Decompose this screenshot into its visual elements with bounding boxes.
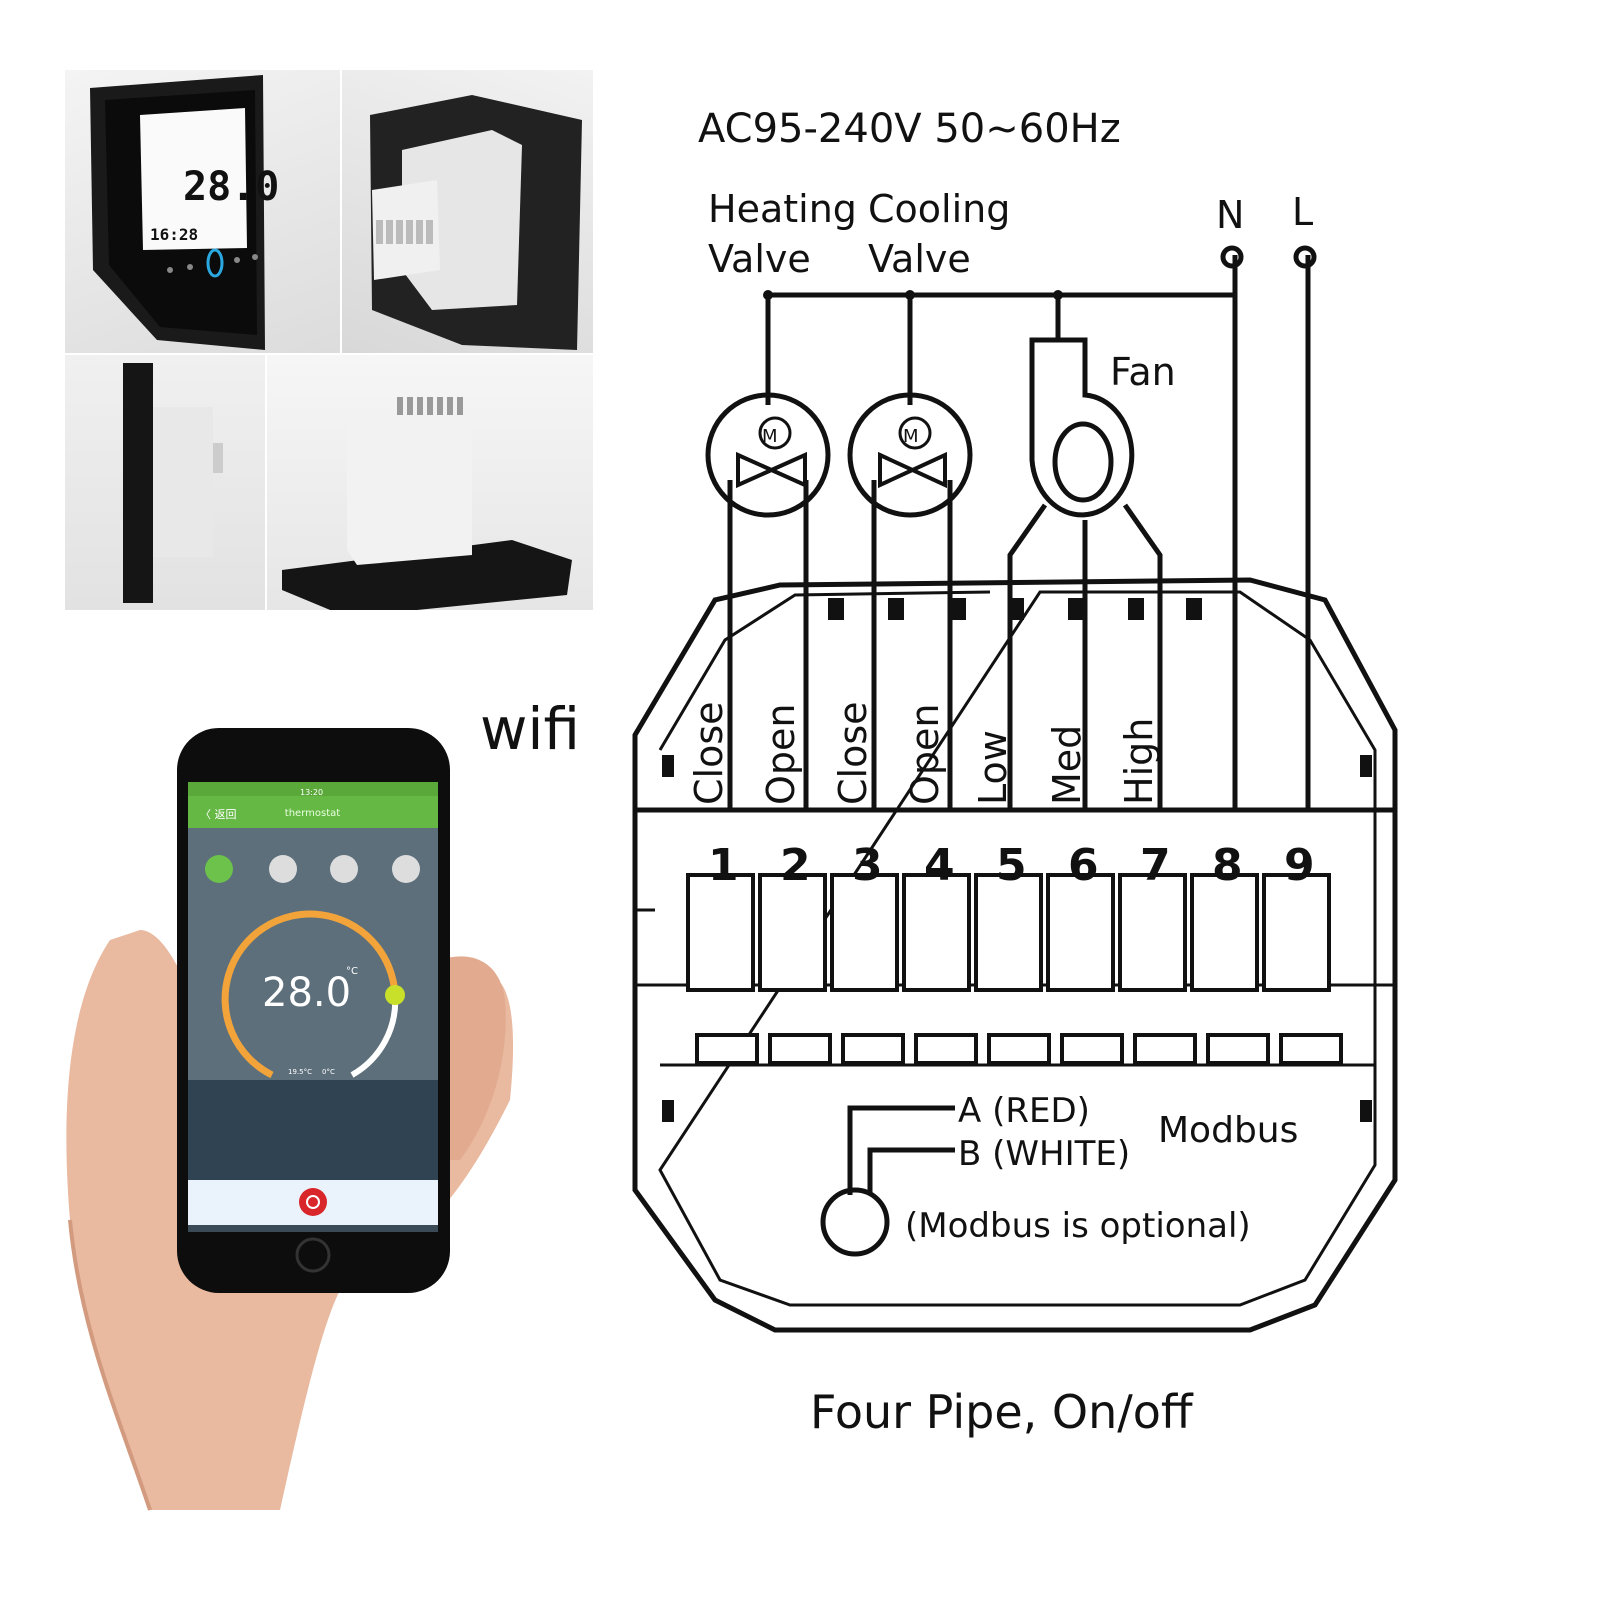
- status-bar: [188, 782, 438, 796]
- fan-touch-icon: [187, 264, 193, 270]
- thermostat-rear-illustration: [370, 95, 582, 350]
- terminal-2-function: Open: [759, 704, 803, 806]
- thermostat-rear-photo: [342, 70, 593, 353]
- fan-symbol: [1029, 337, 1135, 518]
- fan-label: Fan: [1110, 350, 1176, 394]
- thermostat-side-photo: [65, 355, 265, 610]
- thermostat-front-photo: 28.0 16:28: [65, 70, 340, 353]
- app-title: thermostat: [284, 808, 341, 819]
- terminal-7-function: High: [1117, 718, 1161, 805]
- power-ring-icon: [206, 248, 224, 278]
- display-temperature: 28.0: [183, 164, 279, 210]
- app-floor-temp: 0°C: [322, 1068, 335, 1076]
- terminal-number-9: 9: [1284, 840, 1315, 891]
- terminal-number-4: 4: [924, 840, 955, 891]
- down-touch-icon: [252, 254, 258, 260]
- supply-voltage-label: AC95-240V 50~60Hz: [698, 106, 1121, 152]
- app-temperature: 28.0: [262, 970, 352, 1016]
- terminal-number-3: 3: [852, 840, 883, 891]
- terminal-number-1: 1: [708, 840, 739, 891]
- phone-in-hand-illustration: [66, 728, 514, 1511]
- cooling-valve-label-1: Cooling: [868, 187, 1010, 231]
- terminal-number-6: 6: [1068, 840, 1099, 891]
- modbus-label: Modbus: [1158, 1110, 1298, 1151]
- thermostat-flat-photo: [267, 355, 593, 610]
- heating-valve-symbol: [705, 392, 831, 518]
- diagram-caption: Four Pipe, On/off: [810, 1385, 1194, 1439]
- terminal-number-8: 8: [1212, 840, 1243, 891]
- power-button-icon[interactable]: [299, 1188, 327, 1216]
- app-room-temp: 19.5°C: [288, 1068, 312, 1076]
- up-touch-icon: [234, 257, 240, 263]
- thermostat-front-illustration: 28.0 16:28: [90, 75, 279, 350]
- terminal-number-2: 2: [780, 840, 811, 891]
- live-label: L: [1292, 190, 1313, 234]
- terminal-1-function: Close: [687, 701, 731, 805]
- app-header-bar: [188, 796, 438, 828]
- housing-outline: [632, 577, 1398, 1333]
- temp-dial-handle[interactable]: [385, 985, 405, 1005]
- live-terminal-circle: [1293, 245, 1317, 269]
- heating-valve-motor-label: M: [762, 426, 778, 447]
- lock-icon[interactable]: [392, 855, 420, 883]
- terminal-4-function: Open: [903, 704, 947, 806]
- app-temperature-unit: °C: [346, 966, 358, 977]
- modbus-a-label: A (RED): [958, 1091, 1090, 1131]
- top-connector-pins: [662, 598, 1372, 1122]
- terminal-block: [686, 873, 1331, 992]
- product-photos: 28.0 16:28: [65, 70, 593, 610]
- home-button[interactable]: [295, 1237, 331, 1273]
- thermostat-side-illustration: [123, 363, 223, 603]
- neutral-terminal-circle: [1220, 245, 1244, 269]
- modbus-optional-note: (Modbus is optional): [905, 1206, 1251, 1246]
- neutral-label: N: [1216, 193, 1244, 237]
- schedule-icon[interactable]: [269, 855, 297, 883]
- terminal-number-5: 5: [996, 840, 1027, 891]
- heating-valve-label-1: Heating: [708, 187, 857, 231]
- terminal-number-7: 7: [1140, 840, 1171, 891]
- terminal-3-function: Close: [831, 701, 875, 805]
- modbus-connector: [820, 1105, 955, 1257]
- temp-dial-arc: [221, 910, 399, 1079]
- terminal-5-function: Low: [971, 730, 1015, 805]
- heating-valve-label-2: Valve: [708, 237, 811, 281]
- cooling-valve-label-2: Valve: [868, 237, 971, 281]
- cooling-valve-symbol: [847, 392, 973, 518]
- eco-leaf-icon[interactable]: [330, 855, 358, 883]
- terminal-6-function: Med: [1045, 725, 1089, 805]
- modbus-b-label: B (WHITE): [958, 1134, 1130, 1174]
- wifi-label: wifi: [480, 695, 581, 763]
- mode-icon[interactable]: [205, 855, 233, 883]
- status-time: 13:20: [300, 788, 324, 797]
- cooling-valve-motor-label: M: [903, 426, 919, 447]
- display-clock: 16:28: [150, 225, 198, 244]
- terminal-base-row: [695, 1033, 1343, 1065]
- thermostat-flat-illustration: [282, 397, 572, 610]
- menu-touch-icon: [167, 267, 173, 273]
- app-back-button[interactable]: 〈 返回: [200, 808, 237, 821]
